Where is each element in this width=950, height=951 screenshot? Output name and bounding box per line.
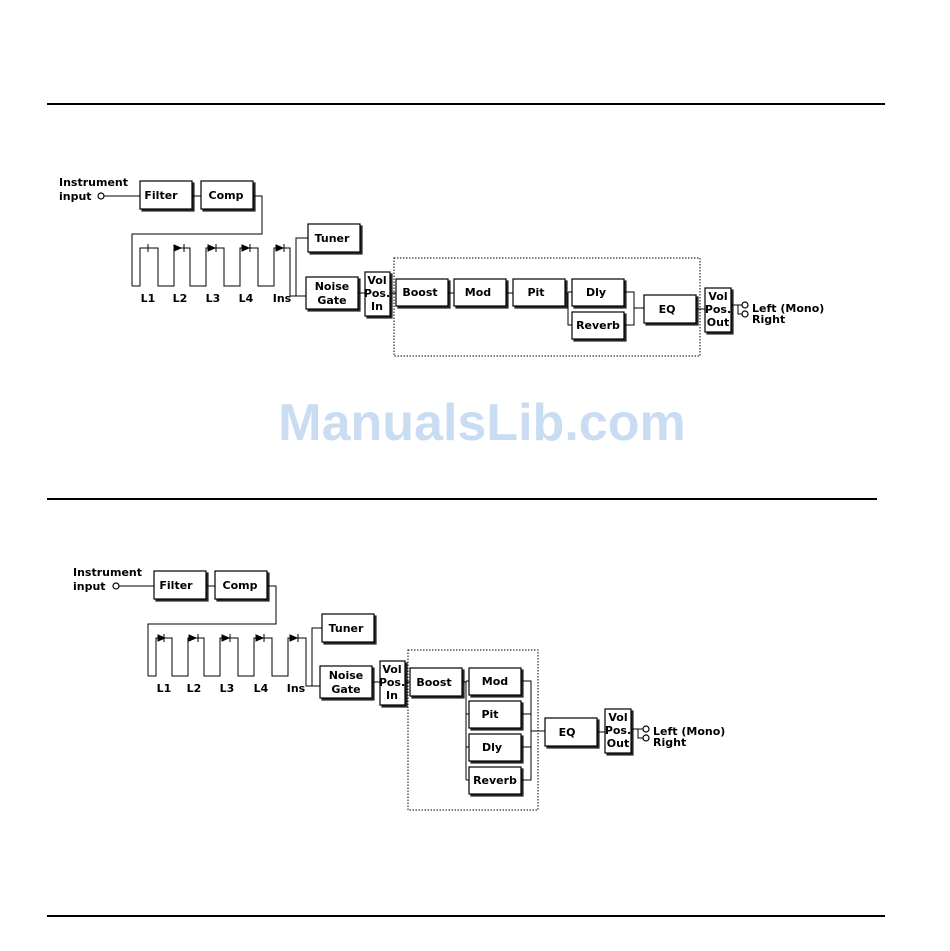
eq-block: EQ — [545, 718, 597, 746]
loop-label-l2: L2 — [187, 682, 202, 695]
mod-block: Mod — [454, 279, 506, 306]
comp-block: Comp — [201, 181, 253, 209]
vol-out-line1: Vol — [608, 711, 627, 724]
vol-out-line1: Vol — [708, 290, 727, 303]
vol-out-line2: Pos. — [705, 303, 731, 316]
vol-in-line3: In — [371, 300, 383, 313]
tuner-block: Tuner — [322, 614, 374, 642]
vol-pos-in-block: Vol Pos. In — [379, 661, 405, 705]
vol-pos-in-block: Vol Pos. In — [364, 272, 390, 316]
loop-label-l2: L2 — [173, 292, 188, 305]
loop-label-l4: L4 — [254, 682, 269, 695]
eq-label: EQ — [559, 726, 576, 739]
dly-label: Dly — [482, 741, 502, 754]
input-jack-icon — [113, 583, 119, 589]
comp-block: Comp — [215, 571, 267, 599]
noise-gate-label-line2: Gate — [331, 683, 360, 696]
output-jack-right-icon — [742, 311, 748, 317]
output-right-label: Right — [653, 736, 686, 749]
mod-label: Mod — [482, 675, 508, 688]
boost-label: Boost — [402, 286, 437, 299]
output-jack-left-icon — [643, 726, 649, 732]
vol-out-line2: Pos. — [605, 724, 631, 737]
vol-out-line3: Out — [607, 737, 629, 750]
instrument-input-label-line2: input — [59, 190, 92, 203]
loop-chain — [148, 634, 320, 686]
boost-block: Boost — [396, 279, 448, 306]
watermark: ManualsLib.com — [278, 394, 685, 452]
reverb-block: Reverb — [572, 312, 624, 339]
instrument-input-label-line1: Instrument — [59, 176, 128, 189]
loop-label-ins: Ins — [287, 682, 306, 695]
mod-block: Mod — [469, 668, 521, 695]
boost-label: Boost — [416, 676, 451, 689]
pit-block: Pit — [469, 701, 521, 728]
diagram-2: Instrument input Filter Comp — [73, 566, 725, 810]
reverb-block: Reverb — [469, 767, 521, 794]
filter-block: Filter — [154, 571, 206, 599]
vol-in-line2: Pos. — [379, 676, 405, 689]
filter-label: Filter — [144, 189, 178, 202]
filter-block: Filter — [140, 181, 192, 209]
output-jack-left-icon — [742, 302, 748, 308]
input-jack-icon — [98, 193, 104, 199]
vol-in-line3: In — [386, 689, 398, 702]
reverb-label: Reverb — [473, 774, 517, 787]
vol-in-line1: Vol — [367, 274, 386, 287]
loop-label-l3: L3 — [206, 292, 221, 305]
noise-gate-label-line1: Noise — [329, 669, 364, 682]
mod-label: Mod — [465, 286, 491, 299]
instrument-input-label-line2: input — [73, 580, 106, 593]
eq-label: EQ — [659, 303, 676, 316]
pit-block: Pit — [513, 279, 565, 306]
tuner-block: Tuner — [308, 224, 360, 252]
loop-label-l3: L3 — [220, 682, 235, 695]
pit-label: Pit — [527, 286, 544, 299]
diagram-1: Instrument input Filter Comp — [59, 176, 824, 356]
loop-label-l1: L1 — [157, 682, 172, 695]
vol-out-line3: Out — [707, 316, 729, 329]
output-right-label: Right — [752, 313, 785, 326]
vol-pos-out-block: Vol Pos. Out — [605, 709, 631, 753]
output-jack-right-icon — [643, 735, 649, 741]
vol-in-line2: Pos. — [364, 287, 390, 300]
noise-gate-label-line2: Gate — [317, 294, 346, 307]
loop-label-l1: L1 — [141, 292, 156, 305]
comp-label: Comp — [209, 189, 244, 202]
loop-label-l4: L4 — [239, 292, 254, 305]
noise-gate-block: Noise Gate — [306, 277, 358, 309]
loop-chain — [132, 244, 306, 296]
pit-label: Pit — [481, 708, 498, 721]
noise-gate-block: Noise Gate — [320, 666, 372, 698]
dly-block: Dly — [469, 734, 521, 761]
loop-label-ins: Ins — [273, 292, 292, 305]
instrument-input-label-line1: Instrument — [73, 566, 142, 579]
boost-block: Boost — [410, 668, 462, 696]
reverb-label: Reverb — [576, 319, 620, 332]
tuner-label: Tuner — [329, 622, 364, 635]
noise-gate-label-line1: Noise — [315, 280, 350, 293]
vol-in-line1: Vol — [382, 663, 401, 676]
tuner-label: Tuner — [315, 232, 350, 245]
vol-pos-out-block: Vol Pos. Out — [705, 288, 731, 332]
dly-label: Dly — [586, 286, 606, 299]
filter-label: Filter — [159, 579, 193, 592]
comp-label: Comp — [223, 579, 258, 592]
eq-block: EQ — [644, 295, 696, 323]
dly-block: Dly — [572, 279, 624, 306]
